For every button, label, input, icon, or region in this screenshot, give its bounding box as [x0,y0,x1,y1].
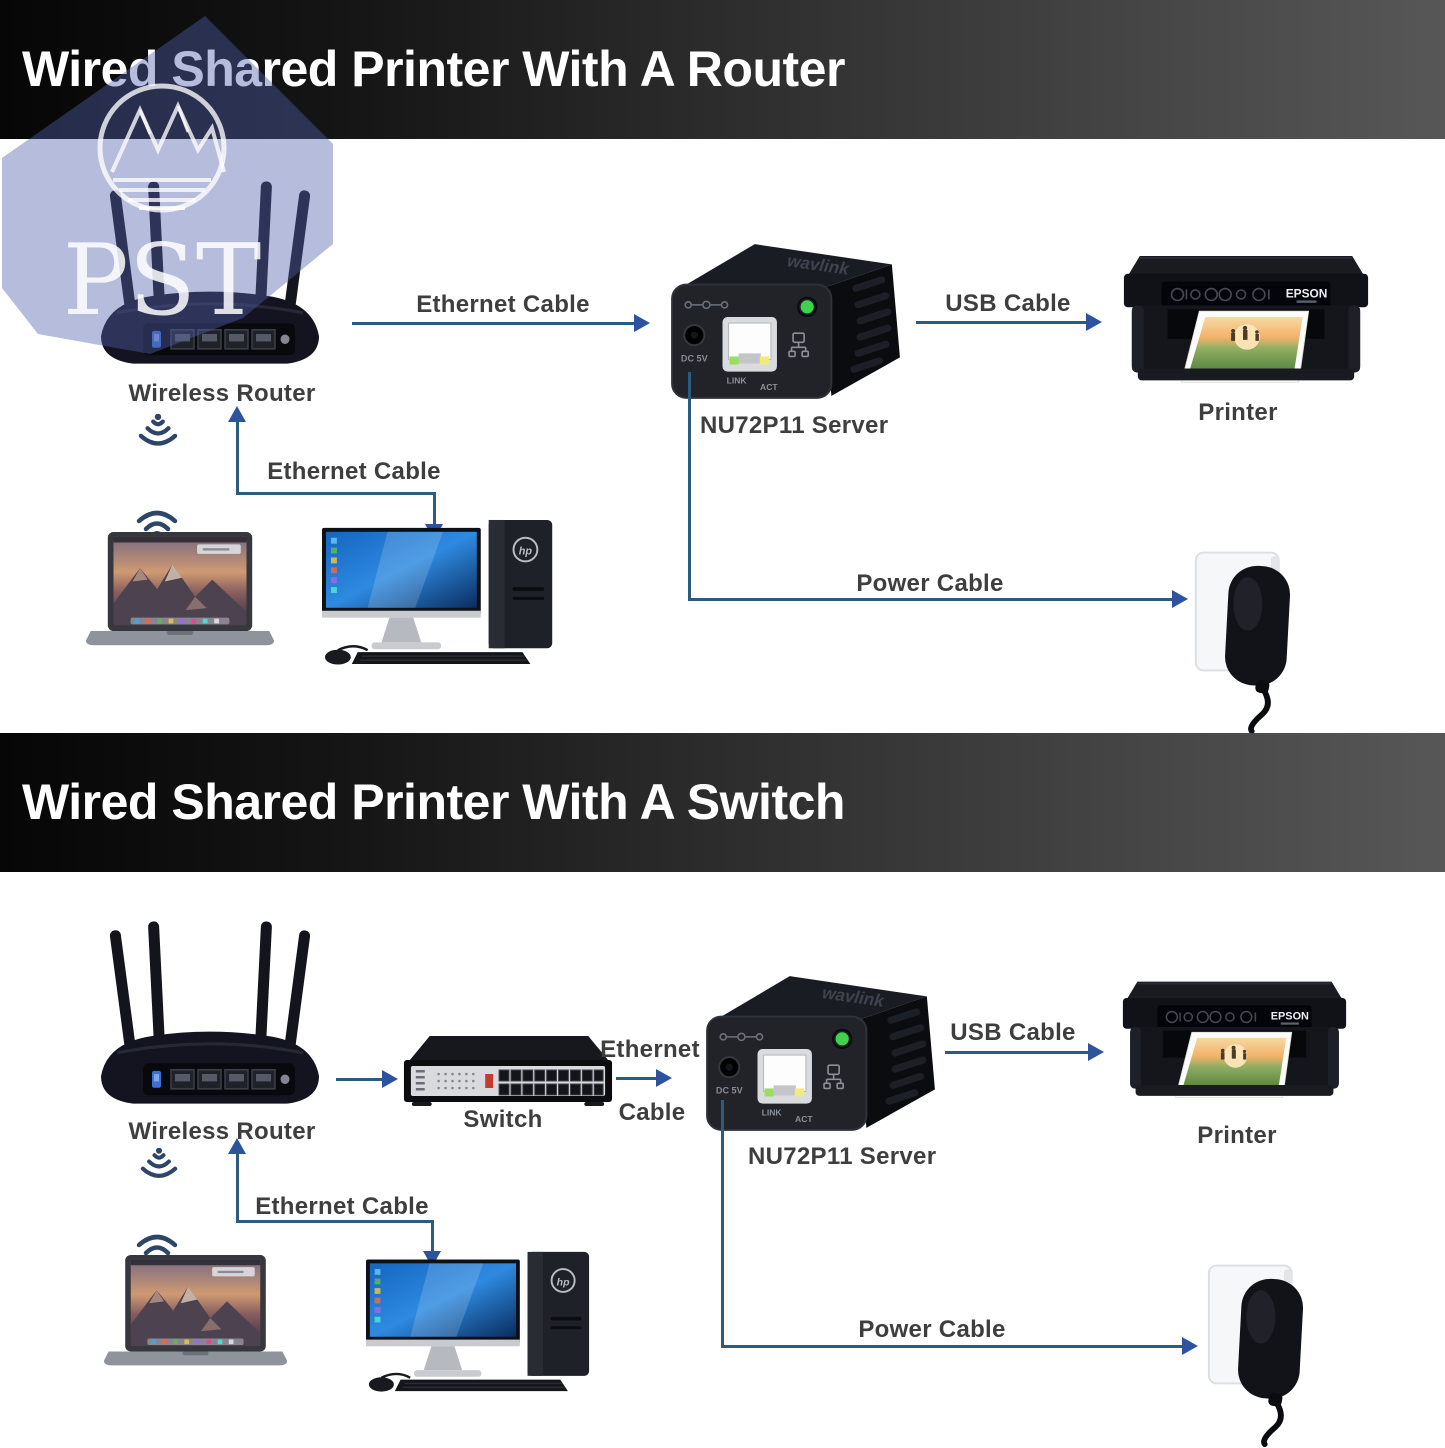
switch-label: Switch [463,1106,543,1133]
section2-title: Wired Shared Printer With A Switch [22,773,845,830]
ethernet-elbow-line [236,1220,434,1223]
wireless-router-image [99,179,321,366]
desktop-pc-image [322,518,554,666]
power-adapter-image [1205,1258,1311,1448]
arrowhead-up-icon [228,1138,246,1154]
wireless-router-image [99,919,321,1106]
printer-label: Printer [1198,399,1278,426]
printer-image [1122,254,1370,384]
ethernet-elbow-line [236,420,239,494]
server-label: NU72P11 Server [700,412,889,439]
arrowhead-right-icon [382,1070,398,1088]
usb-line [916,321,1088,324]
usb-line [945,1051,1090,1054]
arrowhead-right-icon [1182,1337,1198,1355]
ethernet-line [352,322,636,325]
power-cable-line [688,372,691,600]
wifi-signal-down-icon [136,414,180,452]
ethernet-cable-label: Ethernet Cable [267,458,441,485]
ethernet-line [616,1077,660,1080]
section2-header-band: Wired Shared Printer With A Switch [0,733,1445,872]
network-switch-image [403,1035,613,1107]
printer-image [1121,980,1348,1099]
router-label: Wireless Router [128,1118,316,1145]
arrowhead-right-icon [656,1069,672,1087]
print-server-image [706,975,936,1131]
laptop-image [85,532,275,646]
arrowhead-right-icon [634,314,650,332]
ethernet-elbow-line [236,492,436,495]
ethernet-elbow-line [236,1152,239,1222]
wifi-signal-down-icon [138,1148,180,1184]
desktop-pc-image [366,1250,591,1393]
power-cable-line [721,1345,1184,1348]
usb-cable-label: USB Cable [945,290,1071,317]
power-cable-label: Power Cable [856,570,1004,597]
usb-cable-label: USB Cable [950,1019,1076,1046]
print-server-image [671,243,901,399]
arrowhead-up-icon [228,406,246,422]
laptop-image [103,1255,288,1366]
arrowhead-right-icon [1172,590,1188,608]
ethernet-word-label: Ethernet [600,1036,700,1063]
arrowhead-right-icon [1088,1043,1104,1061]
server-label: NU72P11 Server [748,1143,937,1170]
printer-label: Printer [1197,1122,1277,1149]
power-cable-line [688,598,1174,601]
ethernet-cable-label: Ethernet Cable [416,291,590,318]
router-label: Wireless Router [128,380,316,407]
cable-word-label: Cable [618,1099,686,1126]
section1-header-band: Wired Shared Printer With A Router [0,0,1445,139]
ethernet-elbow-line [433,492,436,526]
power-cable-line [721,1100,724,1347]
arrowhead-right-icon [1086,313,1102,331]
ethernet-line [336,1078,384,1081]
ethernet-cable-label: Ethernet Cable [255,1193,429,1220]
power-adapter-image [1192,545,1298,735]
ethernet-elbow-line [431,1220,434,1253]
section1-title: Wired Shared Printer With A Router [22,40,845,97]
power-cable-label: Power Cable [858,1316,1006,1343]
